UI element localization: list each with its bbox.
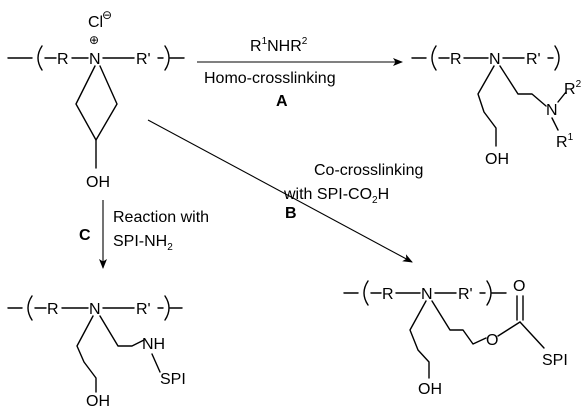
arrow-c-line2: SPI-NH2 <box>113 233 173 253</box>
reactant-oh-label: OH <box>86 174 110 191</box>
product-b-oh-label: OH <box>418 381 442 398</box>
arrow-a-letter: A <box>276 93 288 110</box>
product-a-left-chain <box>477 65 497 147</box>
reactant-structure: R N ⊕ Cl ⊖ R' OH <box>7 8 185 191</box>
product-a-r2-label: R2 <box>564 79 582 98</box>
product-c-rprime-label: R' <box>136 301 151 318</box>
reactant-cl-minus-charge: ⊖ <box>102 8 112 22</box>
product-a-oh-label: OH <box>485 151 509 168</box>
arrow-b-group: Co-crosslinking with SPI-CO2H B <box>147 119 423 263</box>
product-b-r-label: R <box>382 286 394 303</box>
product-a-r-label: R <box>450 51 462 68</box>
product-b-right-chain <box>431 300 487 345</box>
product-c-right-chain <box>99 315 145 347</box>
arrow-b-line1: Co-crosslinking <box>314 162 423 179</box>
product-c-nh-label: NH <box>142 336 165 353</box>
product-c-structure: R N R' NH SPI OH <box>7 295 186 406</box>
product-b-n-label: N <box>421 286 433 303</box>
reactant-n-label: N <box>89 51 101 68</box>
product-a-right-chain <box>499 65 547 107</box>
product-b-carbonyl-o: O <box>513 278 525 295</box>
arrow-a-reagent: R1NHR2 <box>250 36 308 55</box>
product-b-rprime-label: R' <box>458 286 473 303</box>
product-b-carbonyl-double-bond <box>516 295 524 321</box>
arrow-c-group: C Reaction with SPI-NH2 <box>79 200 209 269</box>
reactant-azetidinium-ring <box>75 65 118 141</box>
arrow-b-letter: B <box>285 205 297 222</box>
product-b-ester-o: O <box>486 332 498 349</box>
reactant-rprime-label: R' <box>136 51 151 68</box>
product-c-spi-label: SPI <box>160 371 186 388</box>
product-c-left-chain <box>76 315 97 393</box>
arrow-b <box>147 119 413 263</box>
product-a-structure: R N R' N R2 R1 OH <box>411 45 582 168</box>
product-a-n-label: N <box>489 51 501 68</box>
arrow-a-process-label: Homo-crosslinking <box>204 70 336 87</box>
product-c-oh-label: OH <box>86 393 110 406</box>
product-c-r-label: R <box>47 301 59 318</box>
product-a-amine-n: N <box>546 102 558 119</box>
reactant-n-plus-charge: ⊕ <box>89 33 99 47</box>
reactant-close-paren <box>164 45 170 71</box>
arrow-c-line1: Reaction with <box>113 209 209 226</box>
arrow-b-line2: with SPI-CO2H <box>283 186 389 206</box>
product-b-structure: R N R' O O SPI OH <box>343 278 568 398</box>
product-a-rprime-label: R' <box>526 51 541 68</box>
product-b-left-chain <box>409 300 430 379</box>
reactant-r-label: R <box>57 51 69 68</box>
product-a-r1-label: R1 <box>556 132 574 151</box>
product-b-spi-label: SPI <box>542 352 568 369</box>
arrow-a-group: R1NHR2 Homo-crosslinking A <box>197 36 403 110</box>
reactant-cl-label: Cl <box>88 14 103 31</box>
product-c-n-label: N <box>89 301 101 318</box>
reactant-open-paren <box>37 45 43 71</box>
arrow-c-letter: C <box>79 227 91 244</box>
